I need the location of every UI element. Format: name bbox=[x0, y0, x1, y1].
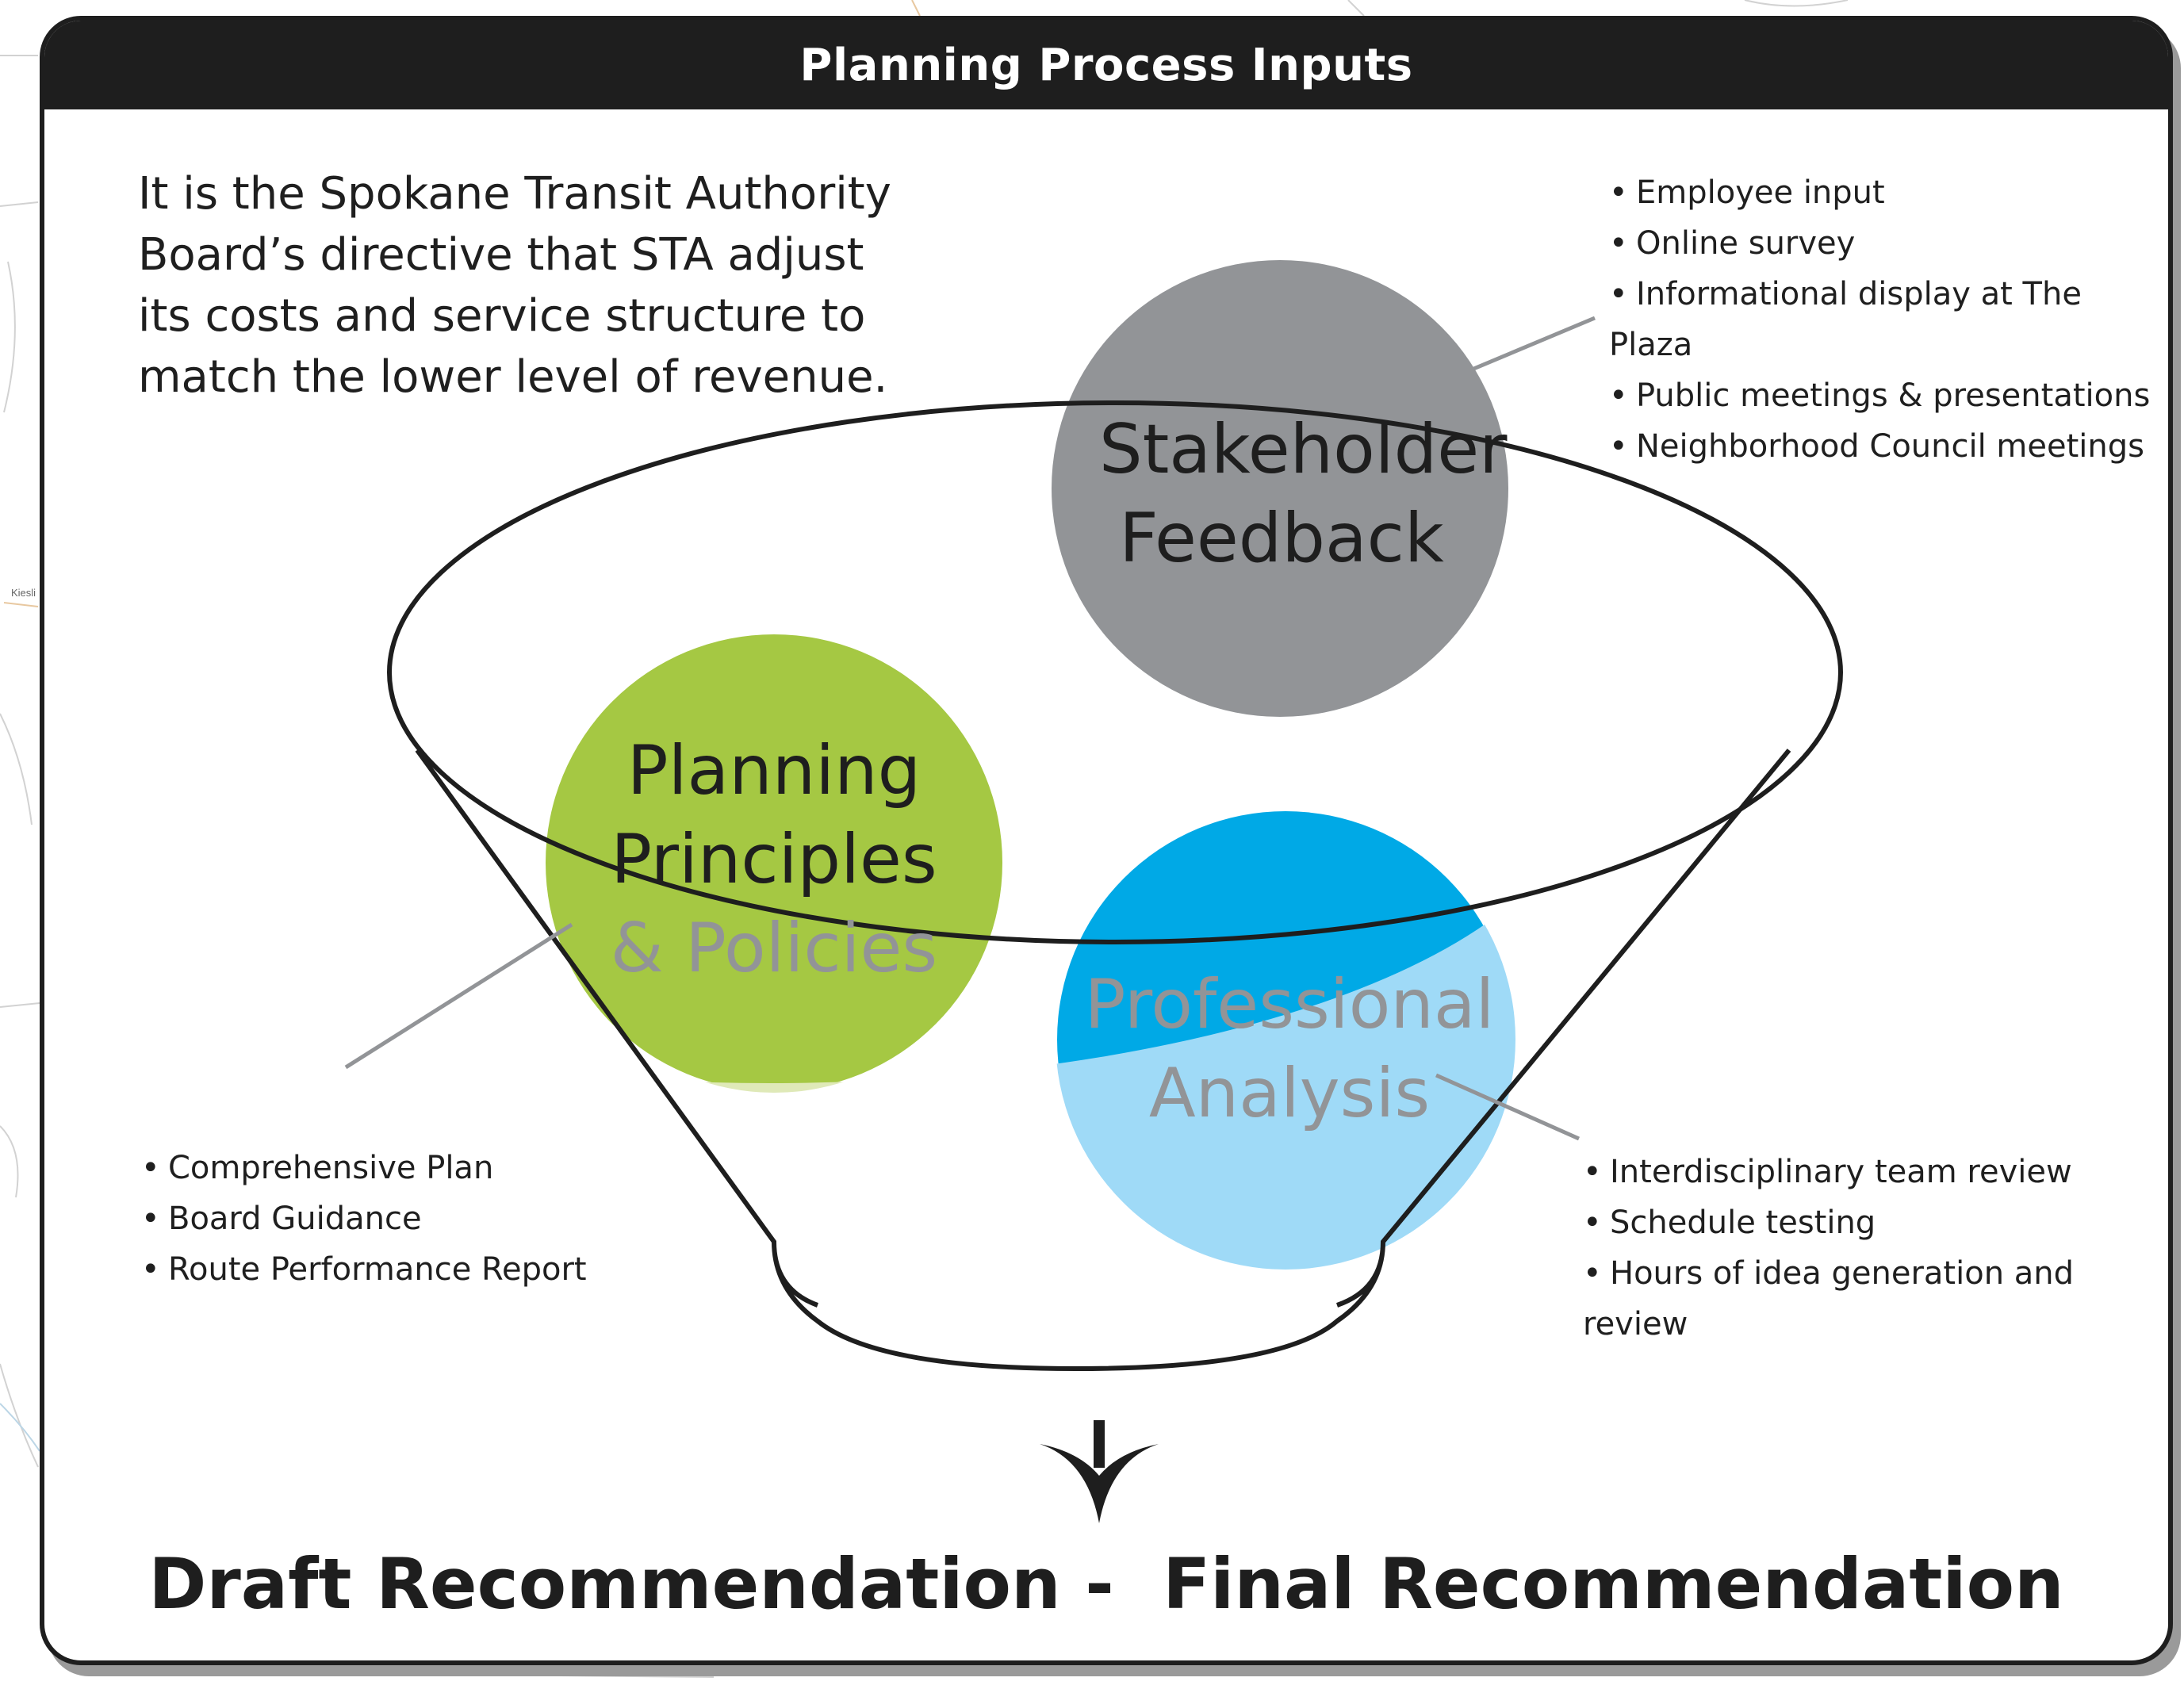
professional-label-line: Analysis bbox=[1148, 1054, 1431, 1133]
list-item: Informational display at The Plaza bbox=[1609, 269, 2168, 370]
intro-text: It is the Spokane Transit Authority Boar… bbox=[138, 163, 955, 408]
map-place-label: Kiesli bbox=[11, 587, 36, 599]
planning-label-line: Principles bbox=[611, 820, 937, 899]
final-recommendation-text: Draft Recommendation - Final Recommendat… bbox=[148, 1543, 2064, 1625]
funnel-rim bbox=[387, 400, 1843, 944]
list-item: Neighborhood Council meetings bbox=[1609, 421, 2168, 472]
list-item: Public meetings & presentations bbox=[1609, 370, 2168, 421]
funnel-diagram bbox=[344, 260, 1843, 1372]
intro-line: Board’s directive that STA adjust bbox=[138, 229, 864, 281]
list-item: Online survey bbox=[1609, 218, 2168, 269]
planning-label: Planning Principles & Policies bbox=[592, 726, 956, 993]
arrow-down-icon bbox=[1040, 1420, 1159, 1523]
professional-inputs-list: Interdisciplinary team review Schedule t… bbox=[1583, 1147, 2168, 1350]
planning-inputs-list: Comprehensive Plan Board Guidance Route … bbox=[141, 1143, 587, 1295]
planning-label-line: & Policies bbox=[610, 909, 938, 988]
intro-line: It is the Spokane Transit Authority bbox=[138, 168, 891, 220]
planning-label-line: Planning bbox=[626, 731, 921, 810]
professional-label: Professional Analysis bbox=[1083, 960, 1496, 1138]
professional-leader-line bbox=[1435, 1073, 1581, 1141]
list-item: Route Performance Report bbox=[141, 1244, 587, 1295]
list-item: Interdisciplinary team review bbox=[1583, 1147, 2168, 1197]
stakeholder-leader-line bbox=[1471, 316, 1596, 372]
header-bar: Planning Process Inputs bbox=[44, 21, 2168, 109]
intro-line: match the lower level of revenue. bbox=[138, 351, 888, 403]
list-item: Comprehensive Plan bbox=[141, 1143, 587, 1193]
planning-leader-line bbox=[344, 922, 573, 1070]
list-item: Board Guidance bbox=[141, 1193, 587, 1244]
funnel-body bbox=[415, 749, 1791, 1372]
intro-line: its costs and service structure to bbox=[138, 290, 866, 342]
list-item: Hours of idea generation and review bbox=[1583, 1248, 2168, 1350]
stakeholder-label-line: Stakeholder bbox=[1099, 410, 1508, 489]
planning-circle bbox=[546, 634, 1002, 1091]
stakeholder-inputs-list: Employee input Online survey Information… bbox=[1609, 167, 2168, 472]
list-item: Employee input bbox=[1609, 167, 2168, 218]
professional-label-line: Professional bbox=[1084, 965, 1495, 1044]
list-item: Schedule testing bbox=[1583, 1197, 2168, 1248]
header-title: Planning Process Inputs bbox=[799, 39, 1413, 91]
planning-process-card: Planning Process Inputs It is the Spokan… bbox=[40, 16, 2173, 1665]
stakeholder-label: Stakeholder Feedback bbox=[1099, 405, 1508, 583]
stakeholder-label-line: Feedback bbox=[1119, 499, 1444, 578]
stakeholder-circle bbox=[1052, 260, 1508, 717]
